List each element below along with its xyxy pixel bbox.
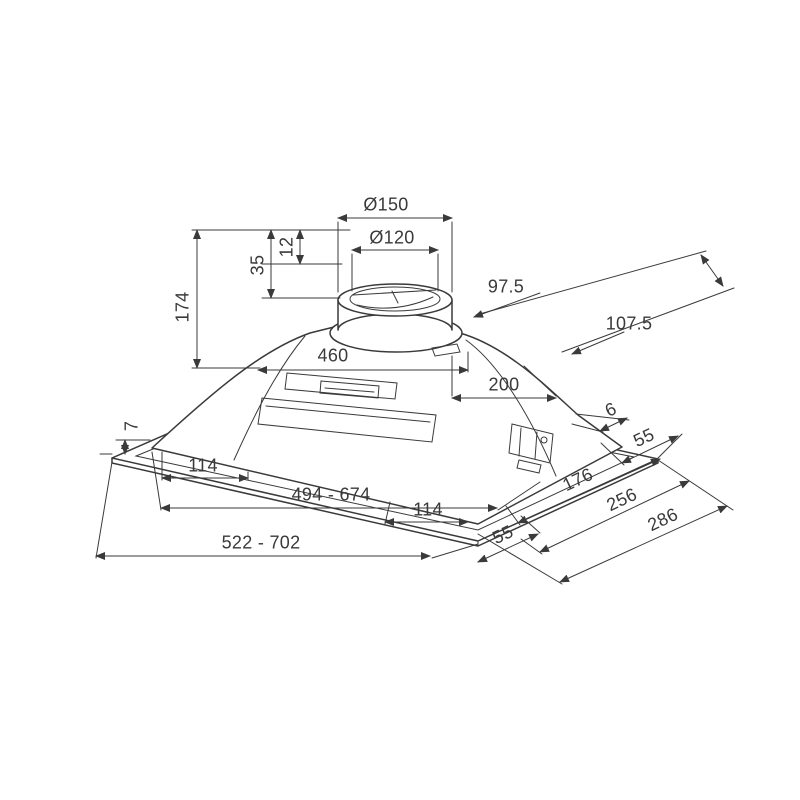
dim-duct-inner-diameter: Ø120: [369, 227, 415, 248]
dim-rear-clearance: 97.5: [487, 276, 525, 297]
dim-left-inset: 114: [188, 455, 218, 476]
dim-overall-width-range: 522 - 702: [221, 532, 301, 553]
grease-filter-panels: [257, 372, 437, 443]
dim-flange-lip: 7: [121, 420, 142, 432]
dim-body-top-width: 460: [317, 345, 349, 366]
dim-cutout-width-range: 494 - 674: [291, 484, 371, 505]
dim-body-top-depth: 200: [488, 374, 520, 395]
dim-right-inset: 114: [413, 499, 443, 520]
dimension-lines: [95, 214, 728, 583]
hood-canopy: [151, 326, 623, 525]
dim-duct-outer-diameter: Ø150: [363, 194, 409, 215]
dim-hood-height: 174: [172, 291, 193, 323]
duct-spigot: [329, 283, 463, 357]
dim-rear-drop: 107.5: [605, 313, 653, 334]
dim-spigot-lip-height: 12: [276, 236, 297, 258]
dim-spigot-height: 35: [247, 254, 268, 276]
